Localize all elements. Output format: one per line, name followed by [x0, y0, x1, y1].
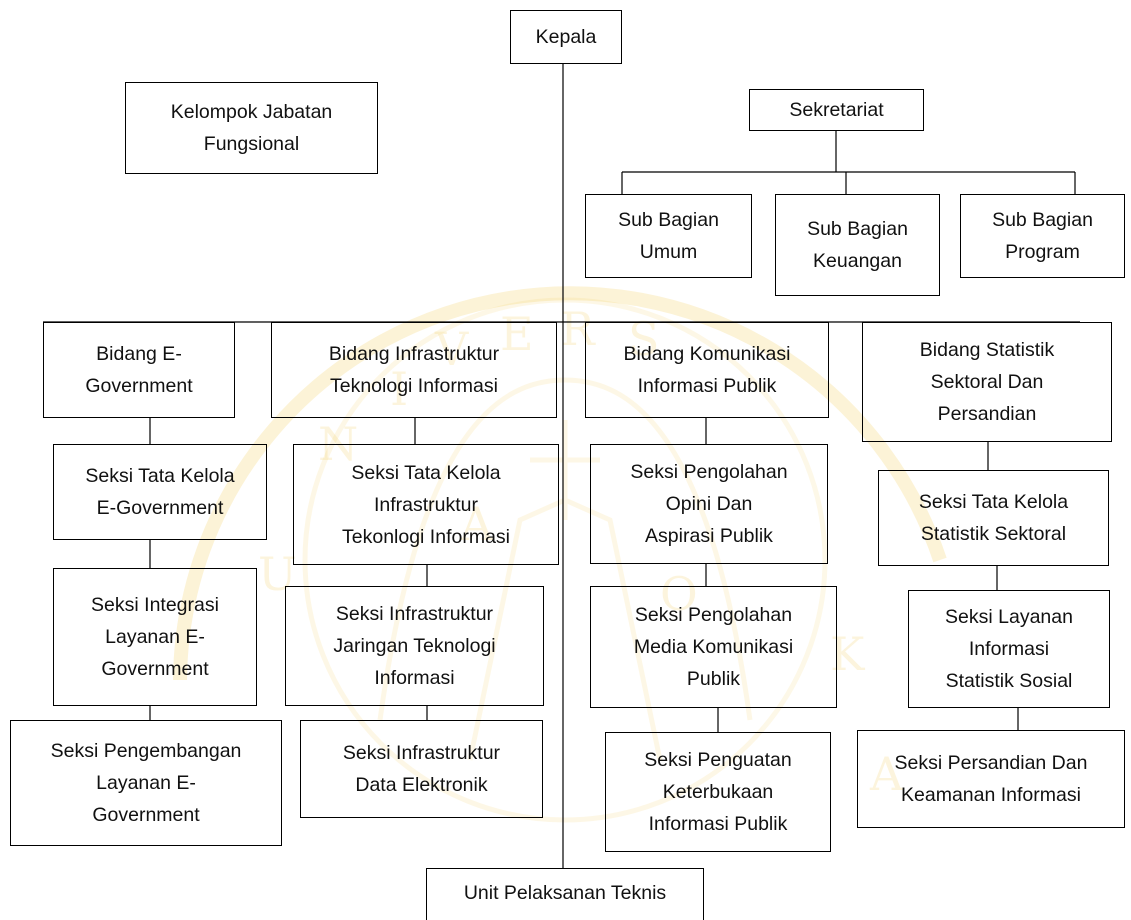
node-kepala: Kepala — [510, 10, 622, 64]
node-sub-bagian-program: Sub Bagian Program — [960, 194, 1125, 278]
node-seksi-persandian: Seksi Persandian Dan Keamanan Informasi — [857, 730, 1125, 828]
node-sub-bagian-umum: Sub Bagian Umum — [585, 194, 752, 278]
node-bidang-e-government: Bidang E- Government — [43, 322, 235, 418]
node-bidang-komunikasi: Bidang Komunikasi Informasi Publik — [585, 322, 829, 418]
node-seksi-data-elektronik: Seksi Infrastruktur Data Elektronik — [300, 720, 543, 818]
node-unit-pelaksana-teknis: Unit Pelaksanan Teknis — [426, 868, 704, 920]
node-seksi-tata-kelola-statistik: Seksi Tata Kelola Statistik Sektoral — [878, 470, 1109, 566]
node-seksi-tata-kelola-infra: Seksi Tata Kelola Infrastruktur Tekonlog… — [293, 444, 559, 565]
node-kelompok-jabatan-fungsional: Kelompok Jabatan Fungsional — [125, 82, 378, 174]
node-sub-bagian-keuangan: Sub Bagian Keuangan — [775, 194, 940, 296]
node-seksi-layanan-statistik: Seksi Layanan Informasi Statistik Sosial — [908, 590, 1110, 708]
node-seksi-integrasi: Seksi Integrasi Layanan E- Government — [53, 568, 257, 706]
node-bidang-infrastruktur: Bidang Infrastruktur Teknologi Informasi — [271, 322, 557, 418]
node-seksi-media: Seksi Pengolahan Media Komunikasi Publik — [590, 586, 837, 708]
node-seksi-opini: Seksi Pengolahan Opini Dan Aspirasi Publ… — [590, 444, 828, 564]
node-seksi-penguatan: Seksi Penguatan Keterbukaan Informasi Pu… — [605, 732, 831, 852]
node-bidang-statistik: Bidang Statistik Sektoral Dan Persandian — [862, 322, 1112, 442]
node-seksi-jaringan: Seksi Infrastruktur Jaringan Teknologi I… — [285, 586, 544, 706]
node-seksi-pengembangan: Seksi Pengembangan Layanan E- Government — [10, 720, 282, 846]
node-seksi-tata-kelola-egov: Seksi Tata Kelola E-Government — [53, 444, 267, 540]
node-sekretariat: Sekretariat — [749, 89, 924, 131]
